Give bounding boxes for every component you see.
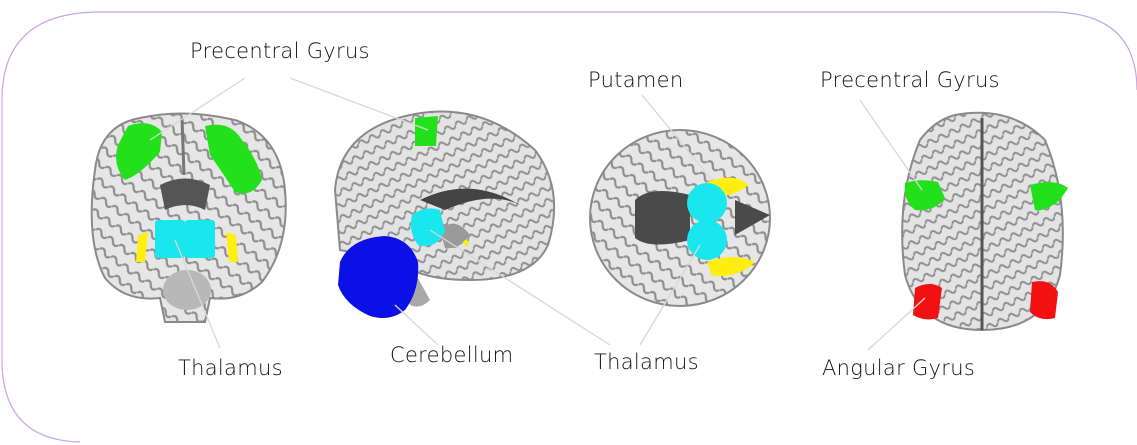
angular-gyrus-region-right bbox=[1030, 281, 1058, 319]
label-cerebellum: Cerebellum bbox=[390, 343, 513, 367]
thalamus-region-coronal-right bbox=[185, 220, 215, 258]
cerebellum-region bbox=[338, 236, 418, 318]
axial-slice bbox=[590, 130, 770, 306]
thalamus-region-axial-lower bbox=[687, 220, 727, 260]
label-angular-gyrus: Angular Gyrus bbox=[822, 356, 975, 380]
angular-gyrus-region-left bbox=[913, 284, 942, 319]
thalamus-region-axial-upper bbox=[687, 183, 727, 223]
label-precentral-gyrus-right: Precentral Gyrus bbox=[820, 68, 1000, 92]
putamen-dot-sagittal bbox=[463, 240, 469, 246]
label-thalamus-coronal: Thalamus bbox=[178, 356, 283, 380]
precentral-gyrus-region-sagittal bbox=[415, 116, 438, 146]
coronal-slice bbox=[92, 113, 286, 322]
top-down-slice bbox=[902, 113, 1068, 330]
label-precentral-gyrus-left: Precentral Gyrus bbox=[190, 39, 370, 63]
sagittal-slice bbox=[335, 112, 554, 318]
label-putamen: Putamen bbox=[588, 68, 684, 92]
label-thalamus-axial: Thalamus bbox=[594, 350, 699, 374]
